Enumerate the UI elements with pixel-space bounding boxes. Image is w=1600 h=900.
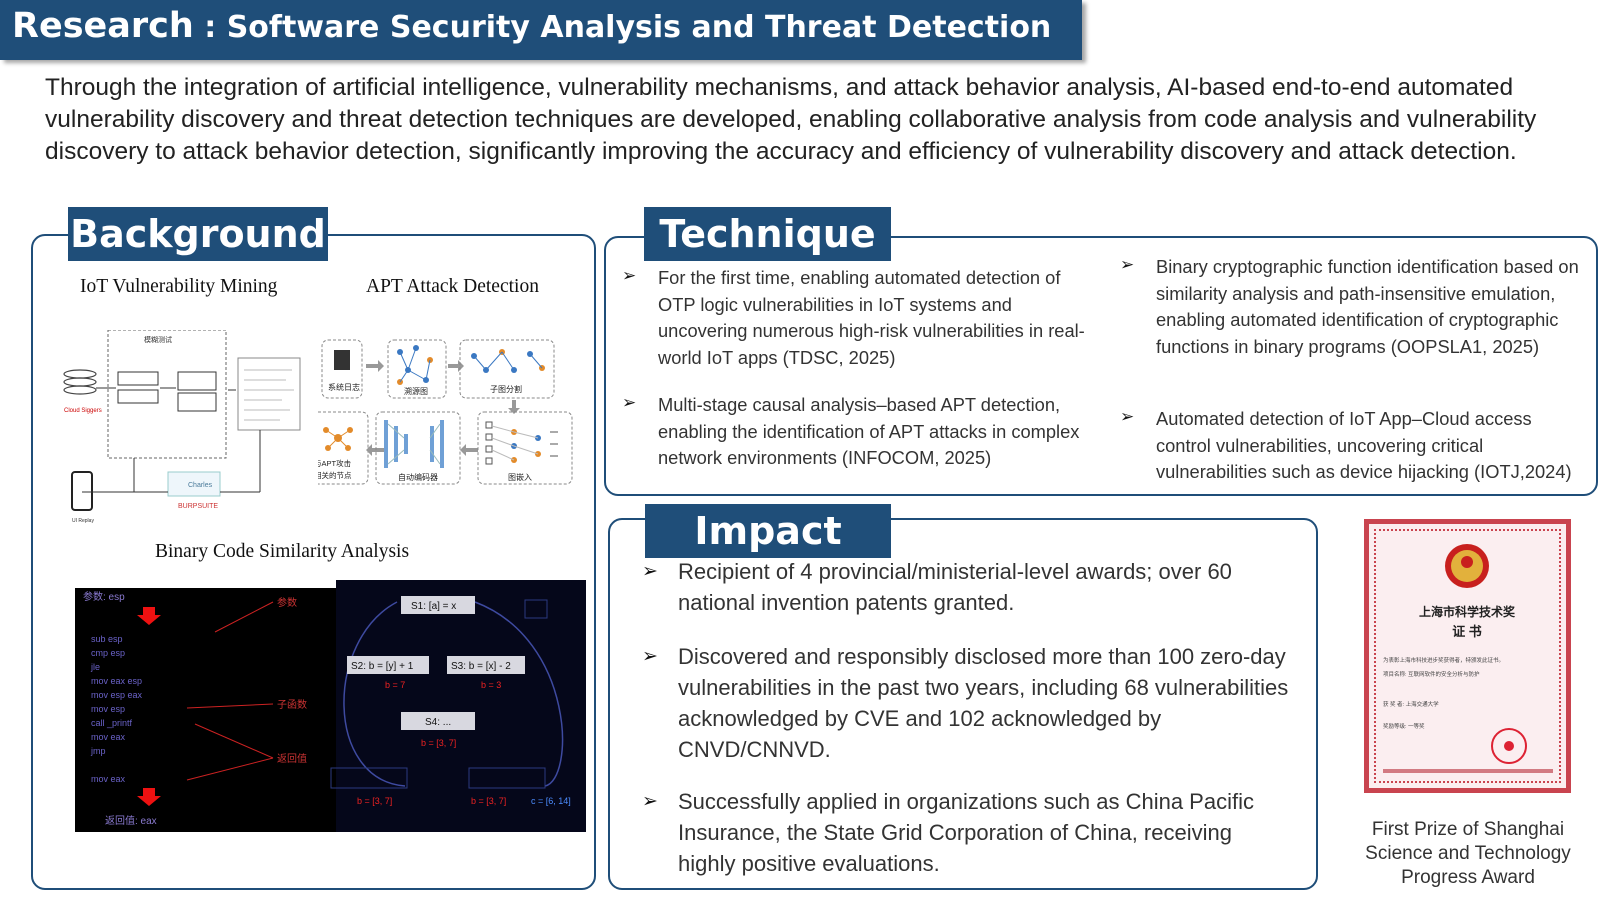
ann-return: 返回值 (277, 752, 307, 765)
intro-paragraph: Through the integration of artificial in… (45, 74, 1537, 165)
impact-bullet-text: Discovered and responsibly disclosed mor… (678, 644, 1289, 762)
impact-bullet-3: ➢ Successfully applied in organizations … (642, 786, 1292, 879)
technique-bullet-3: ➢ Binary cryptographic function identifi… (1120, 254, 1590, 360)
graph-embed-label: 图嵌入 (508, 473, 532, 482)
code-line-7: call _printf (91, 718, 133, 728)
cert-line-3: 获 奖 者: 上海交通大学 (1383, 700, 1439, 708)
cert-title: 上海市科学技术奖 (1419, 604, 1516, 619)
binary-label: Binary Code Similarity Analysis (155, 541, 410, 562)
subgraph-label: 子图分割 (490, 384, 522, 394)
technique-bullet-2: ➢ Multi-stage causal analysis–based APT … (622, 392, 1102, 472)
certificate-caption: First Prize of Shanghai Science and Tech… (1365, 819, 1571, 888)
technique-bullet-4: ➢ Automated detection of IoT App–Cloud a… (1120, 406, 1590, 486)
certificate-content: 上海市科学技术奖 证 书 为表彰上海市科技进步奖获得者，特颁发此证书。 项目名称… (1383, 544, 1553, 773)
technique-panel (604, 236, 1598, 496)
arrow-bullet-icon: ➢ (622, 266, 637, 285)
impact-bullet-2: ➢ Discovered and responsibly disclosed m… (642, 641, 1292, 765)
technique-bullet-text: Automated detection of IoT App–Cloud acc… (1156, 408, 1572, 482)
technique-bullet-1: ➢ For the first time, enabling automated… (622, 265, 1102, 371)
page-title: Research : Software Security Analysis an… (12, 6, 1051, 46)
code-line-1: sub esp (91, 634, 123, 644)
impact-bullet-text: Recipient of 4 provincial/ministerial-le… (678, 559, 1232, 615)
arrow-bullet-icon: ➢ (642, 561, 658, 582)
code-line-6: mov esp (91, 704, 125, 714)
technique-bullet-text: Multi-stage causal analysis–based APT de… (658, 394, 1080, 468)
iot-figure: Cloud Siggers 模糊测试 UI Replay Charles BUR… (63, 330, 301, 524)
technique-bullet-text: For the first time, enabling automated d… (658, 267, 1085, 368)
arrow-bullet-icon: ➢ (642, 791, 658, 812)
charles-label: Charles (188, 482, 213, 489)
b7-label: b = 7 (385, 680, 405, 690)
title-sub: : Software Security Analysis and Threat … (193, 10, 1052, 45)
s2-box: S2: b = [y] + 1 (351, 661, 414, 672)
code-line-3: jle (90, 662, 100, 672)
cert-line-2: 项目名称: 互联网软件的安全分析与防护 (1383, 670, 1480, 678)
return-value-line: 返回值: eax (105, 814, 157, 827)
b37-label: b = [3, 7] (421, 738, 456, 748)
ui-replay-label: UI Replay (72, 518, 94, 524)
code-line-10: mov eax (91, 774, 126, 784)
apt-nodes-label-2: 相关的节点 (318, 470, 352, 480)
s3-box: S3: b = [x] - 2 (451, 661, 511, 672)
code-line-8: mov eax (91, 732, 126, 742)
arrow-bullet-icon: ➢ (642, 646, 658, 667)
s1-box: S1: [a] = x (411, 601, 456, 612)
apt-nodes-label-1: 与APT攻击 (318, 458, 352, 468)
cloud-siggers-label: Cloud Siggers (64, 408, 102, 414)
technique-header: Technique (644, 207, 891, 261)
apt-label: APT Attack Detection (366, 276, 539, 297)
ann-subfunc: 子函数 (277, 698, 307, 711)
autoencoder-label: 自动编码器 (398, 472, 438, 482)
impact-bullet-text: Successfully applied in organizations su… (678, 789, 1254, 876)
code-line-9: jmp (90, 746, 106, 756)
binary-figure: 参数: esp sub esp cmp esp jle mov eax esp … (75, 580, 586, 832)
code-line-5: mov esp eax (91, 690, 143, 700)
ann-params: 参数 (277, 596, 297, 609)
c614-label: c = [6, 14] (531, 796, 571, 806)
prov-graph-label: 溯源图 (404, 386, 428, 396)
params-head: 参数: esp (83, 590, 125, 603)
award-certificate-image: 上海市科学技术奖 证 书 为表彰上海市科技进步奖获得者，特颁发此证书。 项目名称… (1364, 519, 1571, 793)
b37-label-2: b = [3, 7] (357, 796, 392, 806)
code-line-4: mov eax esp (91, 676, 142, 686)
impact-bullet-1: ➢ Recipient of 4 provincial/ministerial-… (642, 556, 1292, 618)
technique-bullet-text: Binary cryptographic function identifica… (1156, 256, 1579, 357)
arrow-bullet-icon: ➢ (622, 393, 637, 412)
arrow-bullet-icon: ➢ (1120, 407, 1135, 426)
arrow-bullet-icon: ➢ (1120, 255, 1135, 274)
impact-panel (608, 518, 1318, 890)
b3-label: b = 3 (481, 680, 501, 690)
impact-header: Impact (645, 504, 891, 558)
cert-sub: 证 书 (1452, 624, 1482, 639)
title-bar: Research : Software Security Analysis an… (0, 0, 1082, 60)
syslog-label: 系统日志 (328, 382, 360, 392)
s4-box: S4: ... (425, 717, 451, 728)
iot-label: IoT Vulnerability Mining (80, 276, 278, 297)
cert-line-1: 为表彰上海市科技进步奖获得者，特颁发此证书。 (1383, 656, 1504, 664)
cert-line-4: 奖励等级: 一等奖 (1383, 722, 1425, 730)
burp-label: BURPSUITE (178, 503, 218, 510)
code-line-2: cmp esp (91, 648, 125, 658)
title-main: Research (12, 6, 194, 46)
background-header: Background (68, 207, 328, 261)
apt-figure: 系统日志 溯源图 子图分割 与APT攻击 相关的节点 自动编码器 图嵌入 (318, 339, 573, 485)
fuzz-label: 模糊测试 (144, 335, 172, 344)
b37-label-3: b = [3, 7] (471, 796, 506, 806)
